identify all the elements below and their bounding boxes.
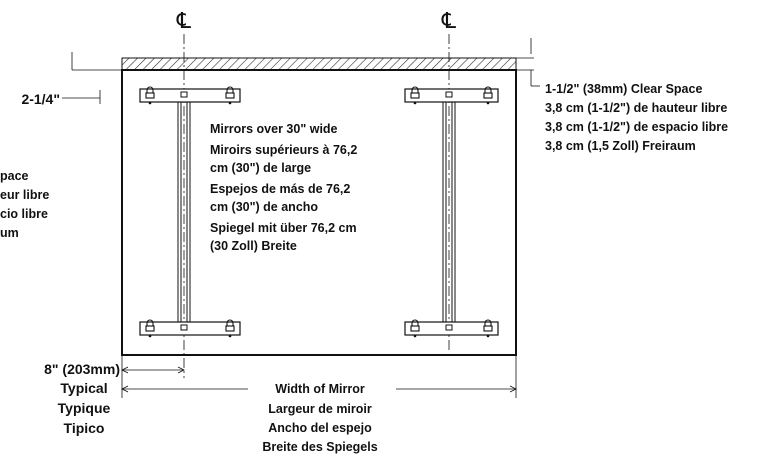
label-typical-fr: Typique — [58, 400, 111, 416]
bracket-top-right — [404, 86, 499, 105]
dimension-2-1-4 — [62, 52, 122, 104]
label-width-fr: Largeur de miroir — [268, 402, 372, 416]
label-cropped-1: pace — [0, 169, 29, 183]
centerline-symbol-left: ℄ — [176, 9, 192, 34]
note-mirrors-fr-1: Miroirs supérieurs à 76,2 — [210, 143, 357, 157]
centerline-symbol-right: ℄ — [441, 9, 457, 34]
note-mirrors-es-2: cm (30") de ancho — [210, 200, 318, 214]
bracket-bottom-left — [139, 319, 241, 338]
clip-brackets — [139, 86, 499, 338]
label-width-en: Width of Mirror — [275, 382, 365, 396]
ceiling-hatch — [121, 57, 517, 71]
bracket-top-left — [139, 86, 241, 105]
bracket-bottom-right — [404, 319, 499, 338]
label-typical-dim: 8" (203mm) — [44, 361, 120, 377]
label-cropped-3: cio libre — [0, 207, 48, 221]
label-cropped-2: eur libre — [0, 188, 49, 202]
label-cropped-4: um — [0, 226, 19, 240]
note-mirrors-fr-2: cm (30") de large — [210, 161, 311, 175]
dimension-clear-space-right — [516, 38, 540, 87]
note-mirrors-de-2: (30 Zoll) Breite — [210, 239, 297, 253]
label-clear-space-en: 1-1/2" (38mm) Clear Space — [545, 82, 702, 96]
label-clear-space-es: 3,8 cm (1-1/2") de espacio libre — [545, 120, 728, 134]
note-mirrors-de-1: Spiegel mit über 76,2 cm — [210, 221, 357, 235]
label-typical-es: Tipico — [64, 420, 105, 436]
note-mirrors-es-1: Espejos de más de 76,2 — [210, 182, 350, 196]
label-clear-space-fr: 3,8 cm (1-1/2") de hauteur libre — [545, 101, 727, 115]
note-mirrors-en: Mirrors over 30" wide — [210, 122, 338, 136]
label-width-es: Ancho del espejo — [268, 421, 372, 435]
label-width-de: Breite des Spiegels — [262, 440, 377, 454]
label-2-1-4: 2-1/4" — [21, 91, 60, 107]
mirror-outline — [121, 69, 517, 356]
dimension-typical — [121, 355, 185, 398]
label-clear-space-de: 3,8 cm (1,5 Zoll) Freiraum — [545, 139, 696, 153]
label-typical-en: Typical — [60, 380, 107, 396]
dimension-width — [121, 355, 517, 398]
